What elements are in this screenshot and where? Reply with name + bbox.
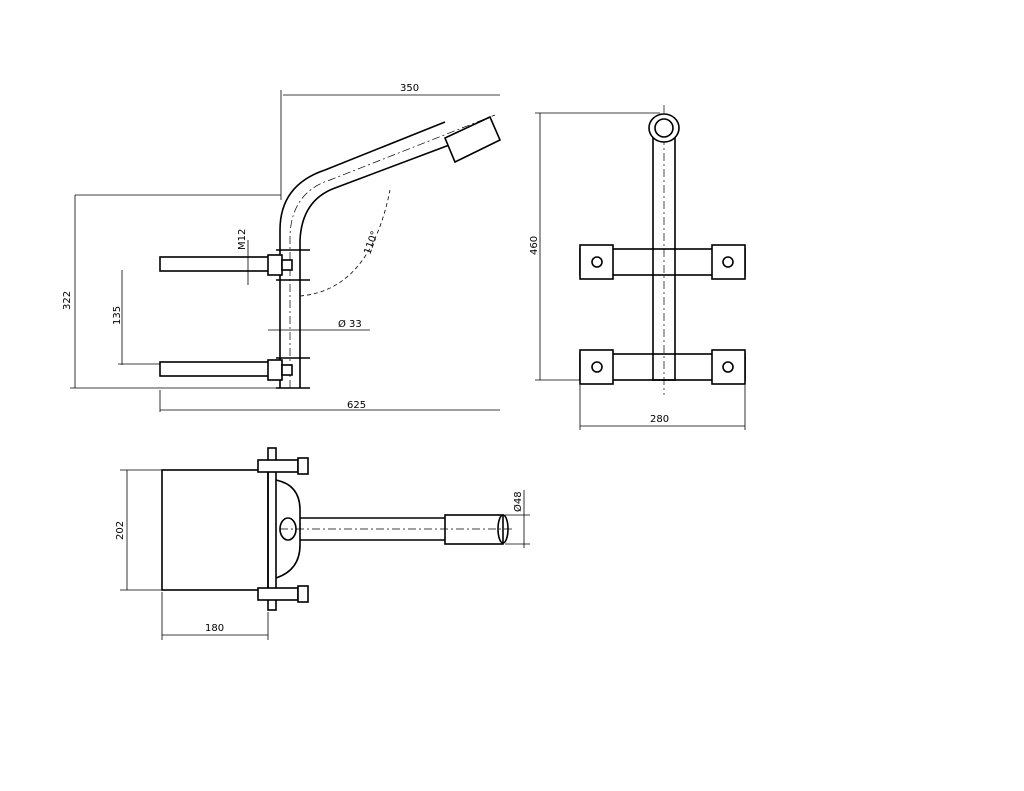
dim-202: 202 — [115, 521, 126, 540]
dim-350: 350 — [400, 83, 419, 94]
dim-tube-diameter: Ø 33 — [338, 318, 362, 330]
dim-180: 180 — [205, 623, 224, 634]
dim-135: 135 — [112, 306, 123, 325]
dim-322: 322 — [62, 291, 73, 310]
dim-m12: M12 — [237, 229, 248, 250]
dim-angle: 110° — [362, 230, 381, 256]
dim-460: 460 — [529, 236, 540, 255]
dim-625: 625 — [347, 400, 366, 411]
side-view: 350 322 135 M12 110° Ø 33 625 — [62, 83, 502, 412]
dim-48: Ø48 — [512, 491, 524, 512]
dim-280: 280 — [650, 414, 669, 425]
top-view: 202 180 Ø48 — [115, 447, 530, 640]
front-view: 460 280 — [529, 105, 746, 430]
